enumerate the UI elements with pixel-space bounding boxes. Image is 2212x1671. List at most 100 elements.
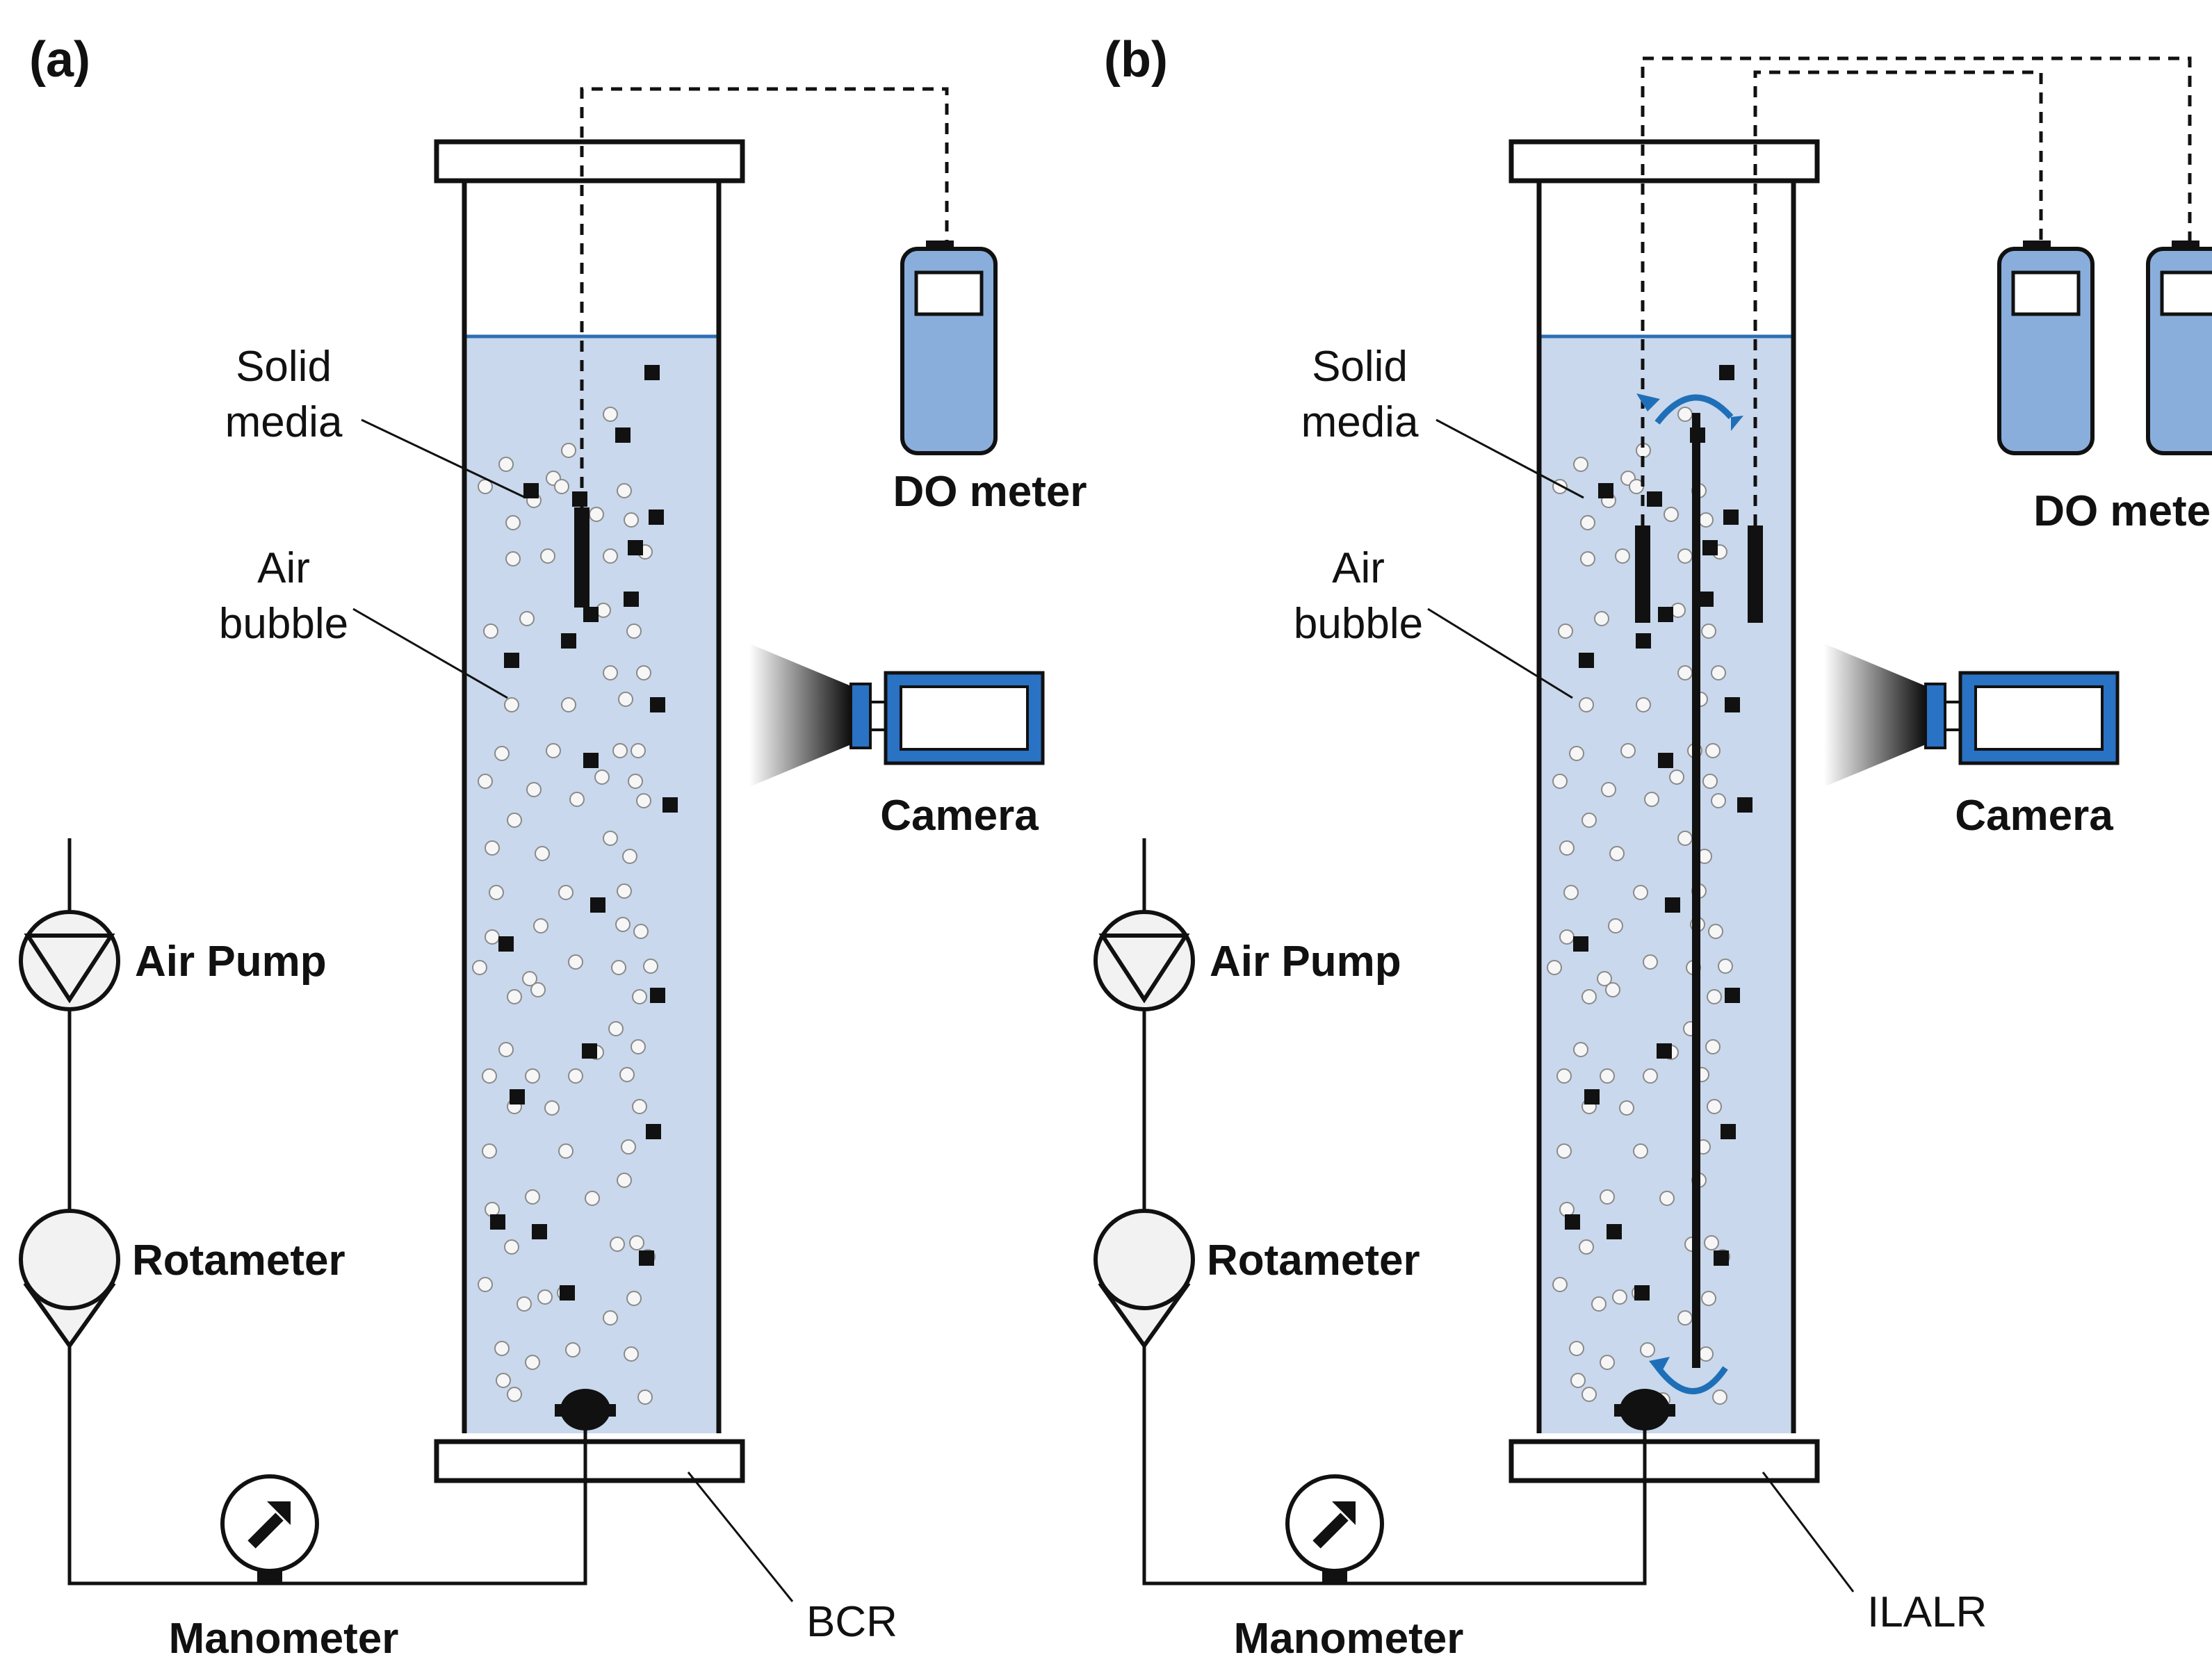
media-particle: [1634, 1285, 1650, 1301]
manometer-label: Manometer: [169, 1615, 399, 1663]
air-bubble: [533, 918, 548, 934]
air-bubble: [1644, 792, 1659, 807]
air-bubble: [626, 1291, 642, 1306]
do-meter-label: DO meters: [2033, 487, 2212, 535]
air-bubble: [1701, 623, 1716, 639]
air-bubble: [615, 917, 631, 932]
air-bubble: [1633, 885, 1648, 900]
air-bubble: [1620, 743, 1636, 758]
air-bubble: [489, 885, 504, 900]
air-bubble: [1601, 782, 1616, 797]
media-particle: [1573, 936, 1588, 952]
air-bubble: [498, 457, 514, 472]
air-bubble: [1698, 1346, 1714, 1362]
air-bubble: [633, 924, 649, 939]
air-bubble: [628, 774, 643, 789]
arrowhead-icon: [1731, 416, 1743, 431]
air-bubble: [505, 551, 521, 566]
air-bubble: [507, 989, 522, 1004]
air-bubble: [624, 512, 639, 528]
air-bubble: [540, 548, 555, 564]
air-bubble: [1718, 959, 1733, 974]
air-bubble: [626, 623, 642, 639]
air-bubble: [617, 1173, 632, 1188]
do-probe-2: [1748, 525, 1763, 623]
air-bubble: [618, 692, 633, 707]
air-bubble: [1711, 793, 1726, 808]
media-particle: [650, 988, 665, 1003]
probe-cable: [580, 87, 949, 507]
air-bubble: [603, 1310, 618, 1326]
camera-light-cone: [1824, 644, 1924, 787]
air-bubble: [525, 1355, 540, 1370]
air-bubble: [603, 665, 618, 680]
media-particle: [1658, 753, 1673, 768]
air-bubble: [1556, 1143, 1572, 1159]
air-bubble: [568, 1068, 583, 1084]
media-particle: [583, 753, 599, 768]
media-particle: [583, 607, 599, 622]
media-particle: [1721, 1124, 1736, 1139]
pipe-to-sparger: [67, 1343, 587, 1586]
air-bubble: [507, 1387, 522, 1402]
air-pump-label: Air Pump: [135, 938, 327, 986]
air-bubble: [1705, 743, 1721, 758]
media-particle: [662, 797, 678, 813]
air-bubble: [1609, 846, 1625, 861]
air-bubble: [530, 982, 546, 997]
camera-window: [1974, 685, 2104, 751]
pipe-to-sparger: [1142, 1343, 1647, 1586]
top-flange: [1508, 139, 1820, 184]
air-bubble: [494, 1341, 510, 1356]
media-particle: [560, 1285, 575, 1301]
air-bubble: [483, 623, 498, 639]
solid-media-label-line1: Solid: [1312, 343, 1408, 391]
media-particle: [510, 1089, 525, 1105]
air-bubble: [594, 769, 610, 785]
air-bubble: [517, 1296, 532, 1312]
air-bubble: [546, 743, 561, 758]
air-bubble: [504, 1239, 519, 1255]
air-bubble: [1712, 1389, 1727, 1405]
media-particle: [1725, 697, 1740, 712]
media-particle: [1647, 491, 1662, 507]
media-particle: [590, 897, 605, 913]
media-particle: [624, 592, 639, 607]
air-bubble: [1643, 954, 1658, 970]
media-particle: [572, 491, 587, 507]
air-bubble: [610, 1237, 625, 1252]
manometer-arrowhead: [1332, 1501, 1356, 1525]
air-bubble: [482, 1068, 497, 1084]
arrowhead-icon: [1649, 1357, 1670, 1375]
panel-tag: (b): [1104, 32, 1168, 88]
media-particle: [628, 540, 643, 555]
media-particle: [498, 936, 514, 952]
air-bubble: [629, 1235, 644, 1250]
air-bubble: [544, 1100, 560, 1116]
media-particle: [639, 1250, 654, 1266]
air-bubble: [1570, 1373, 1586, 1388]
air-bubble-label-line1: Air: [257, 544, 310, 592]
media-particle: [615, 427, 631, 443]
media-particle: [644, 365, 660, 380]
liquid-volume: [464, 336, 719, 1433]
air-bubble: [632, 1099, 647, 1114]
arrowhead-icon: [1636, 393, 1660, 411]
air-bubble: [1558, 623, 1573, 639]
air-bubble: [643, 959, 658, 974]
air-bubble: [1579, 697, 1594, 712]
media-particle: [646, 1124, 661, 1139]
probe-cable-2: [1753, 70, 2043, 525]
meter-display: [2160, 270, 2212, 316]
media-particle: [1565, 1214, 1580, 1230]
air-bubble: [603, 831, 618, 846]
air-bubble: [1581, 813, 1597, 828]
air-bubble: [507, 813, 522, 828]
air-bubble: [612, 743, 628, 758]
air-bubble: [1591, 1296, 1607, 1312]
pump-triangle: [24, 934, 115, 1004]
media-particle: [532, 1224, 547, 1239]
air-bubble: [1608, 918, 1623, 934]
media-particle: [1579, 653, 1594, 668]
